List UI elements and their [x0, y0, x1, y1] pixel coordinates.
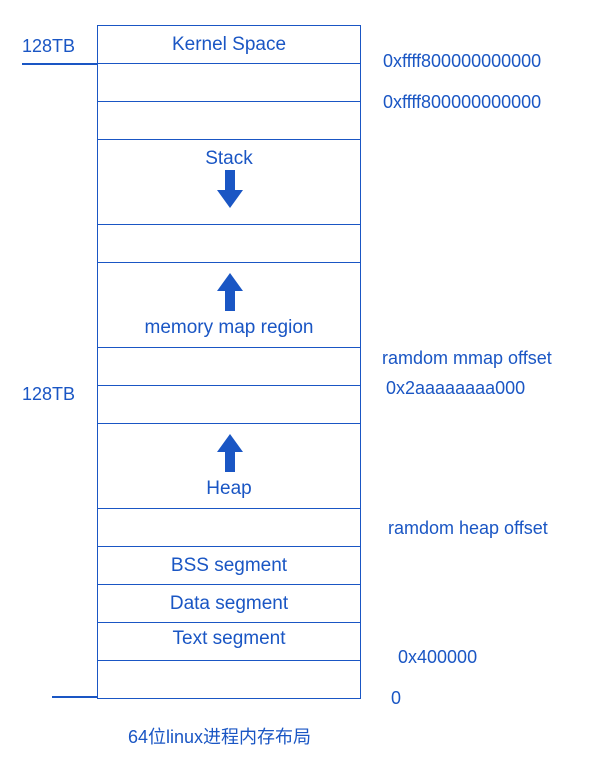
address-label-text-base: 0x400000 [398, 647, 478, 667]
segment-label-stack: Stack [205, 148, 253, 169]
segment-gap-1 [97, 63, 361, 102]
segment-gap-6 [97, 508, 361, 547]
segment-heap: Heap [97, 423, 361, 509]
segment-gap-2 [97, 101, 361, 140]
arrow-down-icon [217, 170, 243, 208]
segment-kernel-space: Kernel Space [97, 25, 361, 64]
segment-stack: Stack [97, 139, 361, 225]
diagram-caption: 64位linux进程内存布局 [128, 727, 312, 747]
segment-mmap: memory map region [97, 262, 361, 348]
segment-data: Data segment [97, 584, 361, 623]
offset-label-heap: ramdom heap offset [388, 518, 548, 538]
address-label-mmap-base: 0x2aaaaaaaa000 [386, 378, 526, 398]
segment-label-bss: BSS segment [170, 555, 288, 576]
segment-gap-5 [97, 385, 361, 424]
size-label-user: 128TB [22, 384, 76, 404]
address-label-zero: 0 [391, 688, 402, 708]
size-marker-line-bottom [52, 696, 98, 698]
segment-gap-4 [97, 347, 361, 386]
segment-label-text: Text segment [172, 628, 286, 649]
size-label-kernel: 128TB [22, 36, 76, 56]
segment-label-data: Data segment [169, 593, 289, 614]
segment-label-heap: Heap [206, 478, 252, 499]
segment-reserved [97, 660, 361, 699]
segment-text: Text segment [97, 622, 361, 661]
address-label-user-top: 0xffff800000000000 [383, 92, 542, 112]
segment-gap-3 [97, 224, 361, 263]
segment-bss: BSS segment [97, 546, 361, 585]
segment-label-kernel: Kernel Space [171, 34, 287, 55]
size-marker-line-top [22, 63, 98, 65]
segment-label-mmap: memory map region [144, 317, 314, 338]
address-label-kernel-start: 0xffff800000000000 [383, 51, 542, 71]
memory-layout-column: Kernel Space Stack memory map region Hea… [97, 25, 361, 699]
arrow-up-icon [217, 434, 243, 472]
arrow-up-icon [217, 273, 243, 311]
offset-label-mmap: ramdom mmap offset [382, 348, 552, 368]
